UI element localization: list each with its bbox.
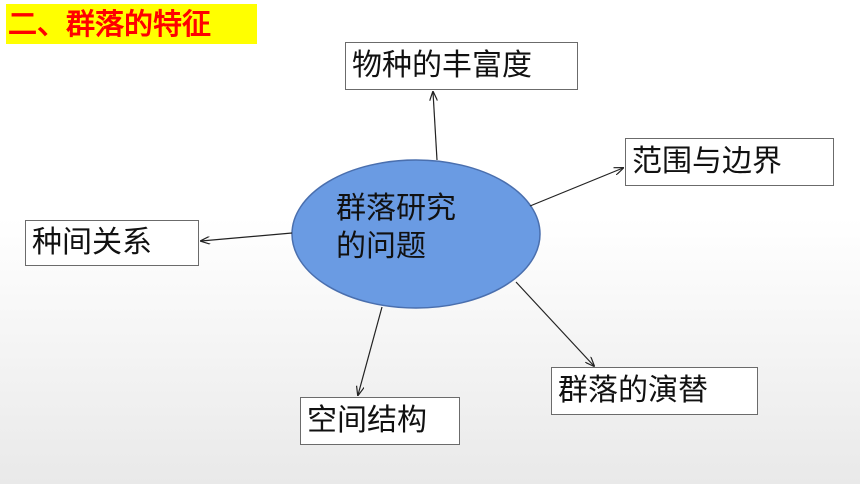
center-label: 群落研究 的问题 — [336, 190, 496, 266]
center-label-line2: 的问题 — [336, 229, 426, 264]
arrow-to-interspecific — [201, 232, 293, 241]
node-spatial-structure: 空间结构 — [300, 397, 460, 445]
center-ellipse — [291, 159, 541, 309]
arrow-to-succession — [515, 281, 594, 366]
node-interspecific-relations: 种间关系 — [25, 220, 199, 266]
node-community-succession: 群落的演替 — [551, 367, 758, 415]
slide-title: 二、群落的特征 — [6, 4, 257, 44]
arrow-to-boundary — [529, 168, 623, 207]
node-range-boundary: 范围与边界 — [625, 138, 834, 186]
arrow-to-spatial — [358, 306, 383, 395]
node-species-richness: 物种的丰富度 — [345, 42, 578, 90]
arrow-to-richness — [433, 92, 438, 161]
center-label-line1: 群落研究 — [336, 191, 456, 226]
